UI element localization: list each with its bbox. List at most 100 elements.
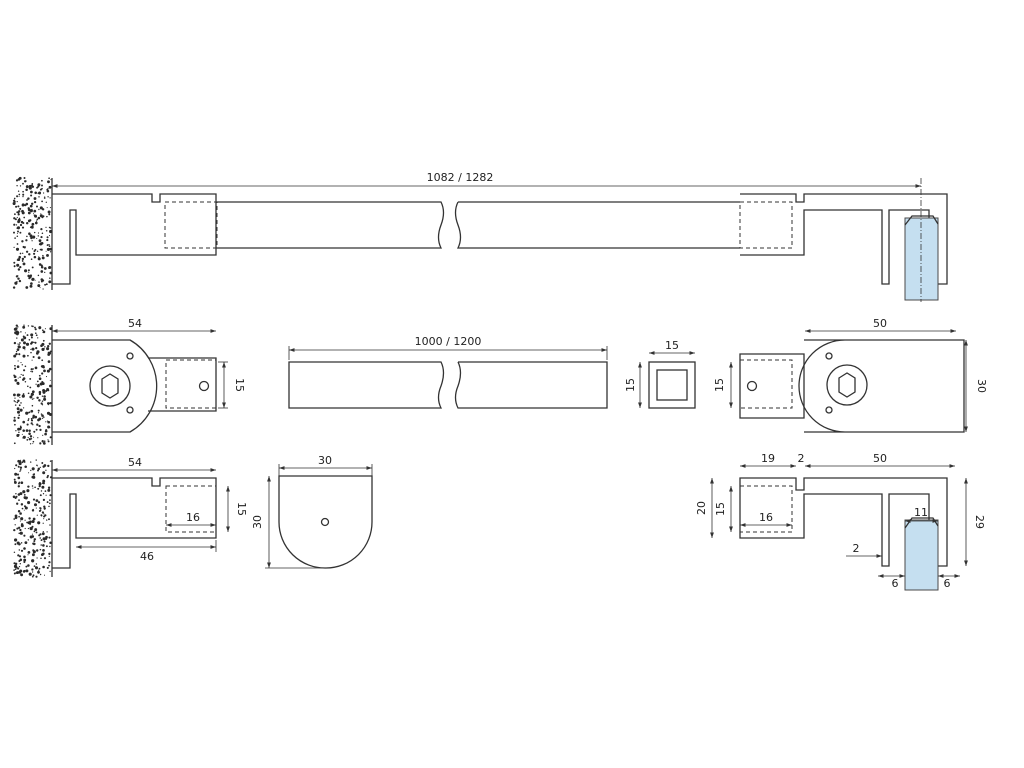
wall-speckle bbox=[15, 572, 17, 574]
wall-speckle bbox=[13, 528, 16, 532]
wall-speckle bbox=[17, 277, 20, 280]
wall-speckle bbox=[23, 558, 27, 562]
wall-speckle bbox=[30, 226, 33, 229]
wall-speckle bbox=[29, 284, 33, 288]
wall-speckle bbox=[16, 243, 19, 245]
wall-speckle bbox=[34, 214, 37, 218]
wall-speckle bbox=[39, 287, 41, 289]
wall-speckle bbox=[21, 433, 23, 435]
wall-speckle bbox=[22, 407, 25, 409]
wall-speckle bbox=[42, 192, 45, 194]
dim-clamp-socket: 19 bbox=[761, 452, 775, 465]
wall-speckle bbox=[49, 476, 53, 479]
assembly-top-view: 1082 / 1282 bbox=[52, 171, 948, 302]
wall-speckle bbox=[21, 260, 24, 262]
wall-bracket-side: 54 15 16 46 bbox=[52, 456, 248, 569]
wall-speckle bbox=[48, 555, 50, 557]
wall-speckle bbox=[49, 384, 52, 388]
wall-speckle bbox=[16, 263, 20, 267]
wall-speckle bbox=[37, 487, 40, 490]
wall-speckle bbox=[49, 570, 51, 573]
wall-speckle bbox=[17, 416, 20, 420]
wall-speckle bbox=[18, 353, 21, 356]
wall-speckle bbox=[31, 277, 35, 281]
wall-speckle bbox=[42, 288, 44, 290]
wall-speckle bbox=[27, 418, 30, 420]
wall-speckle bbox=[26, 423, 29, 426]
wall-speckle bbox=[37, 409, 40, 412]
wall-speckle bbox=[13, 442, 16, 445]
wall-speckle bbox=[13, 419, 16, 422]
wall-speckle bbox=[48, 518, 50, 521]
wall-speckle bbox=[43, 557, 47, 560]
dim-side-bracket-height: 15 bbox=[235, 502, 248, 516]
wall-speckle bbox=[21, 204, 24, 207]
wall-speckle bbox=[45, 389, 48, 392]
wall-speckle bbox=[13, 416, 16, 419]
wall-speckle bbox=[20, 549, 24, 552]
wall-speckle bbox=[43, 518, 45, 520]
wall-speckle bbox=[42, 493, 45, 495]
wall-speckle bbox=[14, 524, 16, 526]
wall-speckle bbox=[17, 465, 20, 468]
wall-speckle bbox=[45, 494, 47, 496]
wall-speckle bbox=[18, 217, 21, 220]
wall-speckle bbox=[14, 367, 17, 370]
wall-speckle bbox=[43, 508, 46, 510]
wall-speckle bbox=[22, 570, 26, 573]
wall-speckle bbox=[13, 354, 17, 358]
wall-speckle bbox=[47, 188, 49, 190]
wall-speckle bbox=[49, 436, 52, 439]
wall-speckle bbox=[42, 434, 44, 436]
wall-speckle bbox=[17, 382, 20, 386]
wall-speckle bbox=[14, 266, 16, 268]
wall-speckle bbox=[49, 460, 52, 462]
wall-speckle bbox=[14, 423, 16, 426]
wall-speckle bbox=[30, 417, 33, 420]
wall-speckle bbox=[12, 286, 16, 289]
wall-speckle bbox=[42, 537, 46, 541]
wall-speckle bbox=[15, 517, 17, 520]
wall-speckle bbox=[17, 210, 21, 213]
wall-speckle bbox=[27, 274, 31, 278]
wall-speckle bbox=[20, 459, 22, 461]
wall-speckle bbox=[19, 512, 22, 515]
wall-speckle bbox=[49, 327, 53, 331]
wall-speckle bbox=[22, 195, 24, 198]
wall-speckle bbox=[41, 359, 44, 362]
wall-speckle bbox=[47, 389, 50, 392]
wall-speckle bbox=[23, 246, 26, 249]
wall-speckle bbox=[47, 180, 50, 184]
wall-speckle bbox=[40, 236, 43, 239]
wall-speckle bbox=[31, 519, 35, 524]
wall-speckle bbox=[17, 377, 19, 379]
wall-speckle bbox=[44, 271, 46, 274]
wall-speckle bbox=[22, 435, 26, 439]
wall-speckle bbox=[34, 191, 37, 195]
wall-speckle bbox=[41, 347, 45, 351]
wall-speckle bbox=[14, 201, 16, 203]
wall-speckle bbox=[14, 213, 16, 216]
wall-speckle bbox=[30, 348, 32, 350]
wall-speckle bbox=[48, 185, 52, 189]
wall-speckle bbox=[39, 494, 42, 497]
wall-speckle bbox=[27, 211, 31, 215]
wall-speckle bbox=[26, 235, 28, 238]
wall-speckle bbox=[14, 568, 17, 571]
glass-bracket-plan: 50 30 15 bbox=[713, 317, 988, 433]
wall-speckle bbox=[45, 201, 47, 203]
wall-speckle bbox=[19, 563, 21, 565]
wall-speckle bbox=[41, 179, 43, 182]
wall-speckle bbox=[36, 186, 39, 189]
wall-speckle bbox=[47, 488, 51, 492]
wall-speckle bbox=[41, 532, 45, 536]
wall-speckle bbox=[30, 336, 33, 339]
wall-speckle bbox=[13, 246, 15, 249]
wall-speckle bbox=[35, 507, 37, 509]
wall-speckle bbox=[38, 263, 42, 266]
dim-endcap-width: 30 bbox=[318, 454, 332, 467]
wall-speckle bbox=[32, 574, 35, 577]
wall-speckle bbox=[33, 538, 37, 541]
wall-speckle bbox=[29, 204, 33, 208]
wall-speckle bbox=[17, 476, 21, 480]
